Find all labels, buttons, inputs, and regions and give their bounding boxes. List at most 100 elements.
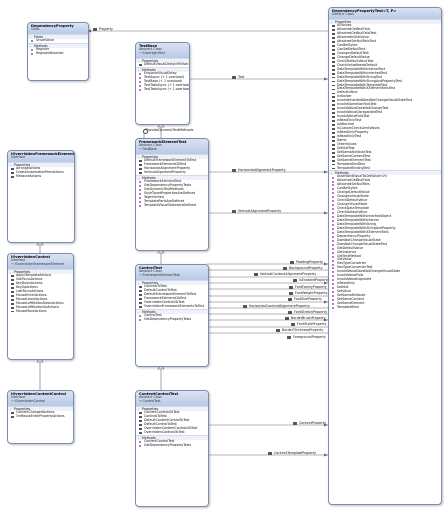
- method-member[interactable]: GetDynamicTestMethods: [136, 187, 208, 192]
- method-member[interactable]: DataTemplateWithInternal: [329, 218, 441, 223]
- dependencyproperty-box[interactable]: DependencyPropertyClassFieldsUnsetValueM…: [27, 22, 89, 81]
- prop-member[interactable]: Initializer: [329, 94, 441, 99]
- prop-member[interactable]: IsReadOnlyTest: [329, 134, 441, 139]
- prop-member[interactable]: CheckValueNeedsDefault: [329, 63, 441, 68]
- method-member[interactable]: ControlTest: [136, 313, 208, 318]
- method-member[interactable]: CheckDefaultValue: [329, 210, 441, 215]
- prop-member[interactable]: IsReadOnlyProperty: [329, 130, 441, 135]
- method-member[interactable]: DoesNotChangeVisualStateTest: [329, 242, 441, 247]
- prop-member[interactable]: ChangesDefaultTest: [329, 51, 441, 56]
- prop-member[interactable]: DefaultControlToTest: [136, 422, 208, 427]
- prop-member[interactable]: ArrangeActions: [8, 166, 74, 171]
- prop-member[interactable]: OverriddenControlsToTest: [136, 300, 208, 305]
- method-member[interactable]: DoesNotChangeVisualState: [329, 238, 441, 243]
- prop-member[interactable]: HorizontalAlignmentProperty: [136, 166, 208, 171]
- section-header-methods[interactable]: Methods: [136, 174, 208, 180]
- prop-member[interactable]: CheckDefaultValueTest: [329, 59, 441, 64]
- method-member[interactable]: CheckDataTemplate: [329, 206, 441, 211]
- method-member[interactable]: InvalidValueDoesNotChangeVisualState: [329, 269, 441, 274]
- prop-member[interactable]: CreateAutomationPeerActions: [8, 170, 74, 175]
- method-member[interactable]: GetDependencyPropertyTests: [136, 443, 208, 448]
- prop-member[interactable]: SetSameElementTest: [329, 158, 441, 163]
- prop-member[interactable]: DataTemplateWithTemplateTest: [329, 83, 441, 88]
- prop-member[interactable]: MouseLeftButtonUpActions: [8, 305, 73, 310]
- method-member[interactable]: TestBase (+ 1 overload): [136, 79, 189, 84]
- prop-member[interactable]: ControlsToTest: [136, 414, 208, 419]
- method-member[interactable]: AssertAndEqualToGetValue<V>: [329, 175, 441, 179]
- method-member[interactable]: HasTypeConverter: [329, 261, 441, 266]
- method-member[interactable]: TagInherited: [136, 195, 208, 200]
- method-member[interactable]: ChangeVisualState: [329, 202, 441, 207]
- method-member[interactable]: DataTemplateWithString: [329, 222, 441, 227]
- prop-member[interactable]: OnMouseEnterPropertyActions: [8, 414, 73, 419]
- method-member[interactable]: AttachedGetNullFails: [329, 178, 441, 183]
- prop-member[interactable]: SetNullTest: [329, 146, 441, 151]
- method-member[interactable]: SetSameContent: [329, 297, 441, 302]
- method-member[interactable]: TestTaskAsync (+ 1 overload): [136, 87, 189, 92]
- section-header-fields[interactable]: Fields: [28, 34, 88, 40]
- prop-member[interactable]: DataTemplateWithXElementFailsTest: [329, 87, 441, 91]
- prop-member[interactable]: InvalidInheritedDoesNotChangeVisualState…: [329, 98, 441, 103]
- prop-member[interactable]: ControlsToTest: [136, 284, 208, 289]
- method-member[interactable]: FrameworkElementTest: [136, 179, 208, 184]
- prop-member[interactable]: InvalidValueFailsTest: [329, 114, 441, 119]
- method-member[interactable]: SetValue: [329, 289, 441, 294]
- prop-member[interactable]: DataTemplateWithInheritedTest: [329, 71, 441, 76]
- method-member[interactable]: InvalidValueIsIgnored: [329, 277, 441, 282]
- method-member[interactable]: CheckDefaultValue: [329, 198, 441, 203]
- section-header-methods[interactable]: Methods: [136, 434, 208, 440]
- method-member[interactable]: TemplateVisualStatesAreDefined: [136, 203, 208, 208]
- prop-member[interactable]: VerticalAlignmentProperty: [136, 170, 208, 175]
- section-header-methods[interactable]: Methods: [329, 170, 441, 176]
- section-header-properties[interactable]: Properties: [136, 58, 189, 63]
- section-header-properties[interactable]: Properties: [8, 162, 74, 168]
- section-header-methods[interactable]: Methods: [136, 308, 208, 314]
- prop-member[interactable]: DataTemplateWithStringAndPropertyTest: [329, 79, 441, 84]
- prop-member[interactable]: IsAttached: [329, 122, 441, 127]
- prop-member[interactable]: AttachedGetNullFailsTest: [329, 31, 441, 36]
- prop-member[interactable]: CanSetBeNullTest: [329, 47, 441, 52]
- prop-member[interactable]: TemplateBindingTest: [329, 166, 441, 171]
- prop-member[interactable]: OverriddenFrameworkElementsToTest: [136, 304, 208, 309]
- ioverriddenframeworkelement-box[interactable]: IOverriddenFrameworkElementInterfaceProp…: [7, 150, 75, 243]
- prop-member[interactable]: DefaultVisualDelayInMilliseconds: [136, 62, 189, 67]
- method-member[interactable]: EnqueueVisualDelay: [136, 71, 189, 76]
- prop-member[interactable]: DefaultValue: [329, 90, 441, 95]
- method-member[interactable]: DataTemplateWithStringAndProperty: [329, 226, 441, 231]
- prop-member[interactable]: DefaultControlToTest: [136, 288, 208, 293]
- prop-member[interactable]: DefaultFrameworkElementToTest: [136, 158, 208, 163]
- method-member[interactable]: SetNull: [329, 285, 441, 290]
- prop-member[interactable]: AttachedSetNullFailsTest: [329, 39, 441, 44]
- method-member[interactable]: IsReadOnly: [329, 281, 441, 286]
- method-member[interactable]: TestAsync (+ 1 overload): [136, 75, 189, 80]
- prop-member[interactable]: IsCustomCheckLimitValues: [329, 126, 441, 131]
- dependencypropertytest-box[interactable]: DependencyPropertyTest<T, P>Generic Clas…: [328, 7, 442, 505]
- prop-member[interactable]: MeasureActions: [8, 174, 74, 179]
- section-header-methods[interactable]: Methods: [136, 66, 189, 72]
- prop-member[interactable]: DataTemplateWithStringTest: [329, 75, 441, 80]
- prop-member[interactable]: FrameworkElementsToTest: [136, 296, 208, 301]
- prop-member[interactable]: Name: [329, 138, 441, 143]
- method-member[interactable]: RegisterAttached: [28, 51, 88, 56]
- method-member[interactable]: GetValue: [329, 258, 441, 262]
- field-member[interactable]: UnsetValue: [28, 38, 88, 43]
- prop-member[interactable]: InvalidValueDoesNotChangeTest: [329, 106, 441, 111]
- section-header-methods[interactable]: Methods: [28, 43, 88, 49]
- section-header-properties[interactable]: Properties: [8, 269, 73, 274]
- prop-member[interactable]: InvalidOperationFailsTest: [329, 102, 441, 107]
- section-header-properties[interactable]: Properties: [8, 406, 73, 411]
- method-member[interactable]: StyleTypedPropertiesAreDefined: [136, 191, 208, 196]
- method-member[interactable]: DataTemplateWithXElementFails: [329, 230, 441, 235]
- prop-member[interactable]: DefaultFrameworkElementToTest: [136, 292, 208, 297]
- method-member[interactable]: AttachedSetNullFails: [329, 182, 441, 187]
- method-member[interactable]: TestTaskAsync (+ 1 overload): [136, 83, 189, 88]
- prop-member[interactable]: ApplyTemplateActions: [8, 273, 73, 278]
